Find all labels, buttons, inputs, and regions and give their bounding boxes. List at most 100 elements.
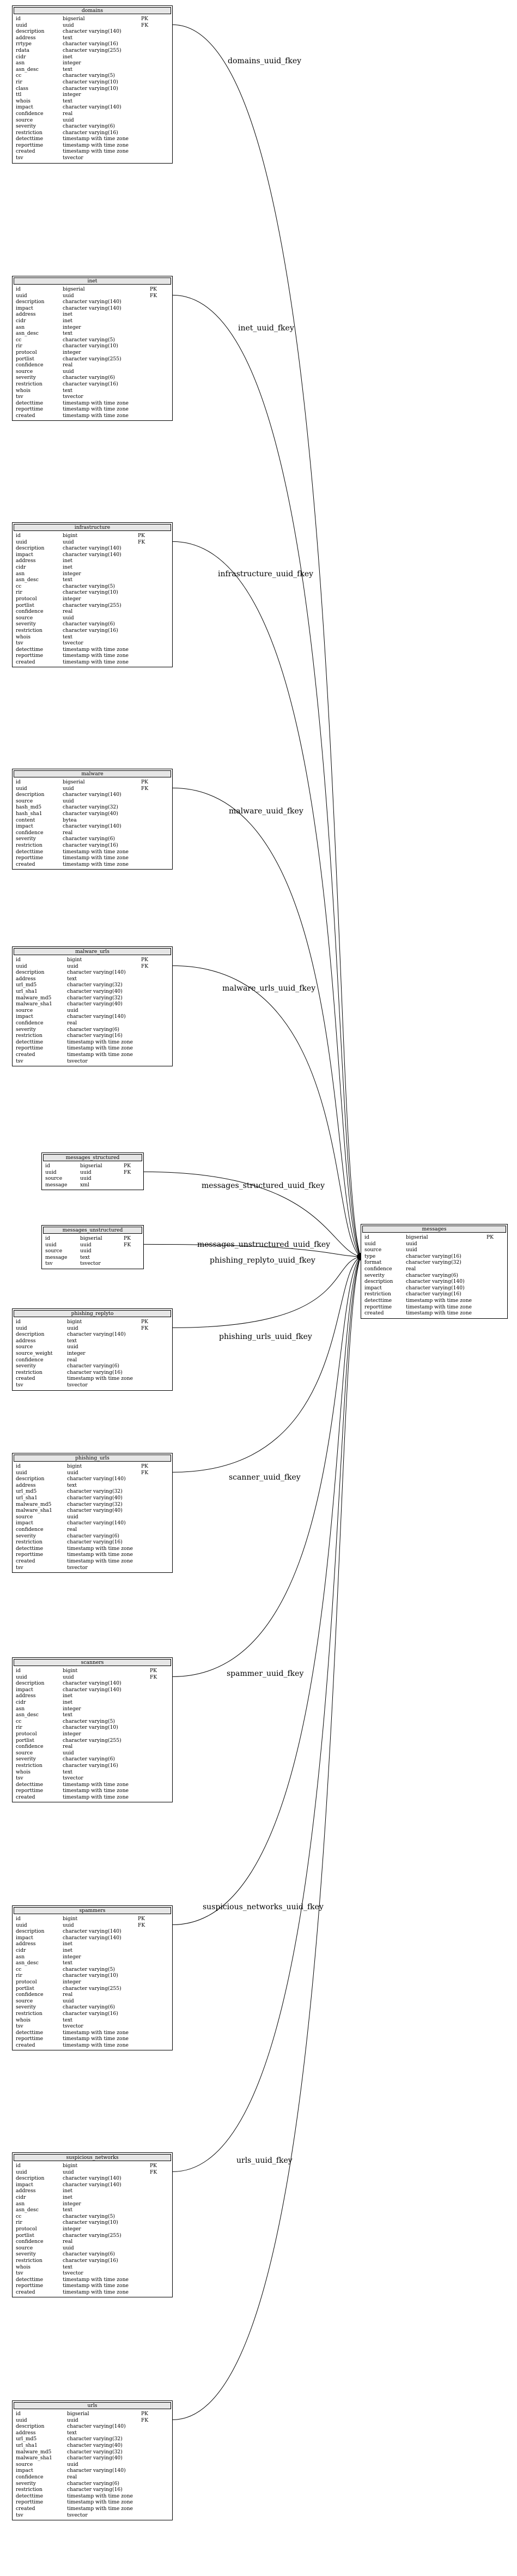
relation-label: messages_unstructured_uuid_fkey bbox=[197, 1240, 331, 1249]
column-name: detecttime bbox=[16, 136, 44, 142]
column-type: character varying(5) bbox=[63, 336, 115, 343]
table-title: phishing_urls bbox=[14, 1455, 171, 1462]
column-name: uuid bbox=[16, 2169, 27, 2175]
column-name: uuid bbox=[364, 1240, 376, 1247]
column-name: protocol bbox=[16, 1978, 37, 1985]
column-name: whois bbox=[16, 1769, 31, 1775]
column-name: description bbox=[16, 545, 45, 552]
column-name: detecttime bbox=[364, 1297, 392, 1304]
column-name: created bbox=[16, 412, 35, 419]
column-type: character varying(140) bbox=[63, 2181, 121, 2188]
column-name: address bbox=[16, 558, 36, 564]
column-name: id bbox=[16, 286, 21, 292]
column-type: text bbox=[63, 2017, 73, 2023]
edge-phishing-urls-uuid-fkey bbox=[172, 1256, 361, 1473]
column-name: description bbox=[16, 1331, 45, 1338]
column-type: text bbox=[63, 577, 73, 583]
column-type: character varying(6) bbox=[67, 1533, 119, 1539]
column-name: address bbox=[16, 1941, 36, 1947]
column-name: type bbox=[364, 1253, 376, 1259]
column-type: text bbox=[63, 2264, 73, 2270]
column-name: description bbox=[364, 1278, 393, 1285]
column-row: portlist character varying(255) bbox=[13, 602, 172, 609]
column-type: uuid bbox=[80, 1169, 92, 1175]
column-type: uuid bbox=[67, 1344, 78, 1350]
column-type: character varying(40) bbox=[67, 988, 123, 994]
column-name: address bbox=[16, 311, 36, 318]
column-type: character varying(40) bbox=[67, 1001, 123, 1008]
column-name: created bbox=[16, 148, 35, 155]
column-type: inet bbox=[63, 2188, 72, 2194]
column-type: uuid bbox=[406, 1240, 417, 1247]
column-type: timestamp with time zone bbox=[63, 412, 129, 419]
column-type: real bbox=[406, 1265, 416, 1272]
column-name: detecttime bbox=[16, 400, 44, 406]
column-name: impact bbox=[16, 1686, 33, 1693]
column-type: timestamp with time zone bbox=[67, 1545, 133, 1552]
column-name: severity bbox=[16, 375, 36, 381]
column-type: inet bbox=[63, 558, 72, 564]
column-name: impact bbox=[16, 2468, 33, 2474]
column-type: timestamp with time zone bbox=[63, 148, 129, 155]
relation-label: spammer_uuid_fkey bbox=[227, 1669, 304, 1678]
column-type: uuid bbox=[63, 1922, 74, 1928]
table-title: infrastructure bbox=[14, 524, 171, 531]
column-type: character varying(32) bbox=[406, 1259, 461, 1266]
column-type: integer bbox=[63, 570, 81, 577]
column-type: tsvector bbox=[67, 1058, 88, 1064]
column-type: character varying(6) bbox=[67, 1026, 119, 1033]
column-type: bigint bbox=[67, 1463, 82, 1469]
column-name: source bbox=[16, 2461, 33, 2468]
column-type: bigint bbox=[63, 533, 78, 539]
column-type: character varying(140) bbox=[67, 1520, 126, 1527]
column-name: confidence bbox=[16, 2474, 44, 2480]
column-type: text bbox=[63, 1960, 73, 1966]
column-type: real bbox=[63, 1992, 73, 1998]
column-type: uuid bbox=[80, 1175, 92, 1182]
column-name: restriction bbox=[16, 1369, 42, 1376]
column-name: uuid bbox=[45, 1241, 57, 1248]
column-type: timestamp with time zone bbox=[63, 848, 129, 855]
column-name: id bbox=[45, 1163, 50, 1169]
column-type: character varying(255) bbox=[63, 602, 121, 608]
column-name: content bbox=[16, 817, 35, 823]
column-key: PK bbox=[124, 1235, 131, 1241]
column-name: confidence bbox=[16, 608, 44, 615]
column-type: character varying(32) bbox=[67, 1488, 123, 1495]
column-type: character varying(6) bbox=[63, 621, 115, 628]
column-name: impact bbox=[16, 104, 33, 111]
column-type: tsvector bbox=[63, 155, 83, 161]
column-name: rir bbox=[16, 2219, 22, 2226]
column-name: portlist bbox=[16, 602, 34, 608]
column-type: timestamp with time zone bbox=[406, 1297, 472, 1304]
column-name: id bbox=[45, 1235, 50, 1241]
